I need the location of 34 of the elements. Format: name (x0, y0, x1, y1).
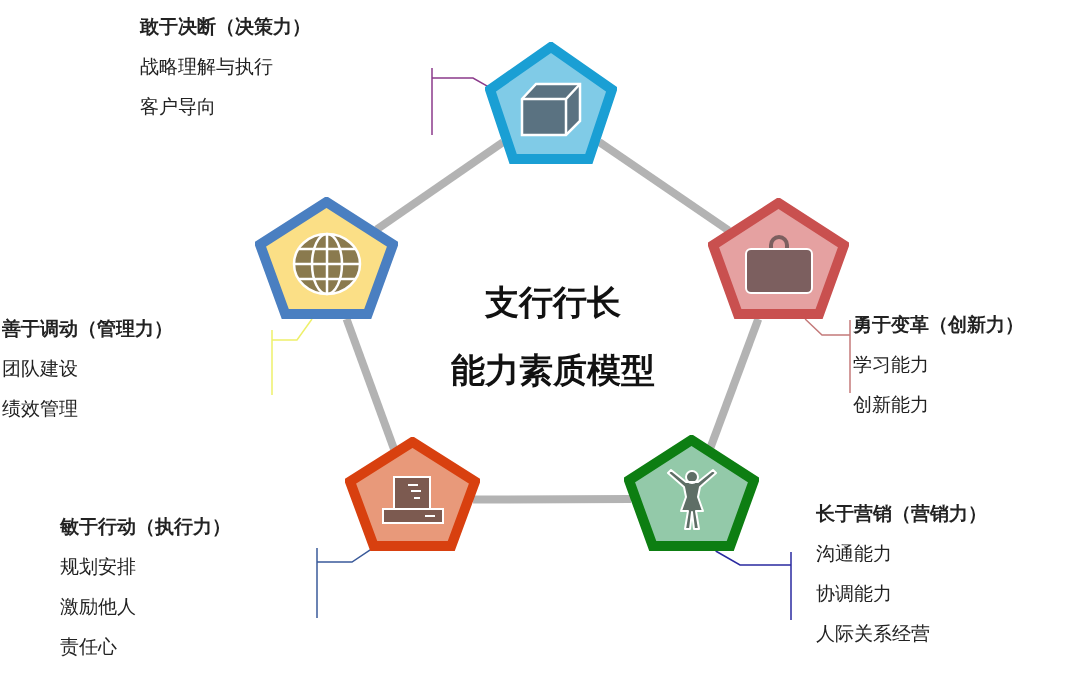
leader-line (431, 77, 489, 88)
item-text: 责任心 (60, 634, 117, 659)
item-text: 协调能力 (816, 581, 892, 606)
center-title: 能力素质模型 (451, 349, 655, 392)
heading-text: 敢于决断（决策力） (140, 14, 311, 39)
connector-line (473, 495, 632, 504)
connector-line (596, 138, 731, 234)
connector-line (342, 317, 398, 451)
heading-text: 敏于行动（执行力） (60, 514, 231, 539)
item-text: 战略理解与执行 (140, 54, 273, 79)
leader-line (316, 549, 371, 563)
connector-line (374, 139, 506, 233)
heading-text: 善于调动（管理力） (2, 316, 173, 341)
heading-text: 勇于变革（创新力） (853, 312, 1024, 337)
item-text: 绩效管理 (2, 396, 78, 421)
pentagon-shape (485, 42, 617, 164)
item-text: 客户导向 (140, 94, 216, 119)
connector-line (706, 317, 763, 449)
item-text: 人际关系经营 (816, 621, 930, 646)
leader-line (271, 318, 313, 341)
item-text: 创新能力 (853, 392, 929, 417)
leader-line (804, 318, 851, 336)
leader-line (714, 550, 792, 566)
heading-text: 长于营销（营销力） (816, 501, 987, 526)
item-text: 学习能力 (853, 352, 929, 377)
item-text: 规划安排 (60, 554, 136, 579)
item-text: 团队建设 (2, 356, 78, 381)
item-text: 沟通能力 (816, 541, 892, 566)
center-title: 支行行长 (485, 281, 621, 324)
pentagon-shape (708, 198, 849, 319)
pentagon-shape (255, 197, 398, 319)
item-text: 激励他人 (60, 594, 136, 619)
pentagon-shape (624, 435, 759, 551)
pentagon-shape (345, 437, 480, 551)
